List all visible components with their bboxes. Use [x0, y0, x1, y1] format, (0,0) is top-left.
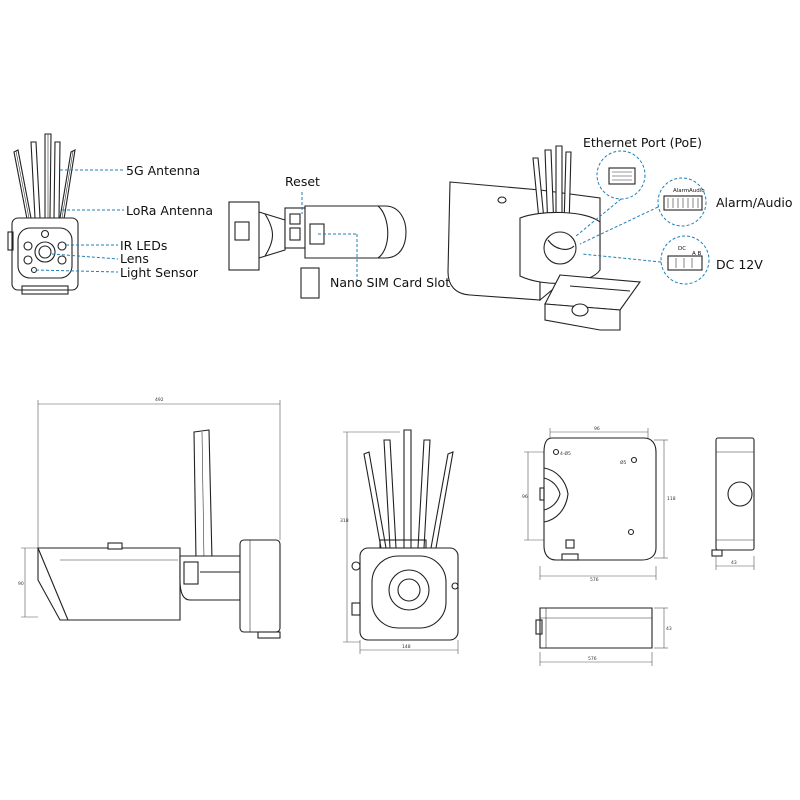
label-alarm-audio: Alarm/Audio — [716, 195, 793, 210]
label-reset: Reset — [285, 174, 320, 189]
inset-alarm-text: Alarm — [673, 188, 689, 194]
label-light-sensor: Light Sensor — [120, 265, 199, 280]
front-dimension-drawing — [343, 429, 459, 654]
dim-base-low-height: 43 — [666, 626, 672, 632]
label-5g-antenna: 5G Antenna — [126, 163, 200, 178]
inset-audio-text: Audio — [689, 188, 705, 194]
dim-side-length: 492 — [155, 397, 164, 403]
dim-base-left-height: 96 — [522, 494, 528, 500]
label-lora-antenna: LoRa Antenna — [126, 203, 213, 218]
side-dimension-drawing — [21, 400, 281, 639]
base-low-drawing — [535, 607, 668, 666]
dim-base-low-width: 576 — [588, 656, 597, 662]
dim-base-side-width: 43 — [731, 560, 737, 566]
dim-front-width: 148 — [402, 644, 411, 650]
label-dc-12v: DC 12V — [716, 257, 763, 272]
dim-base-top-width: 96 — [594, 426, 600, 432]
dim-side-height: 90 — [18, 581, 24, 587]
dim-base-hole-a: 4-Ø5 — [560, 450, 571, 457]
base-plan-drawing — [524, 428, 668, 580]
antenna-group — [13, 133, 76, 220]
label-nano-sim: Nano SIM Card Slot — [330, 275, 450, 290]
dim-base-bottom-width: 576 — [590, 577, 599, 583]
side-view-sim — [228, 192, 407, 299]
front-view-camera — [7, 133, 124, 295]
inset-ab-text: A B — [692, 251, 702, 257]
label-ir-leds: IR LEDs — [120, 238, 167, 253]
dim-base-hole-b: Ø5 — [620, 459, 627, 466]
label-ethernet-port: Ethernet Port (PoE) — [583, 135, 702, 150]
base-side-drawing — [711, 437, 755, 570]
rear-open-view — [447, 145, 710, 331]
dim-front-height: 318 — [340, 518, 349, 524]
label-lens: Lens — [120, 251, 149, 266]
inset-dc-text: DC — [678, 246, 686, 252]
dim-base-right-height: 118 — [667, 496, 676, 502]
